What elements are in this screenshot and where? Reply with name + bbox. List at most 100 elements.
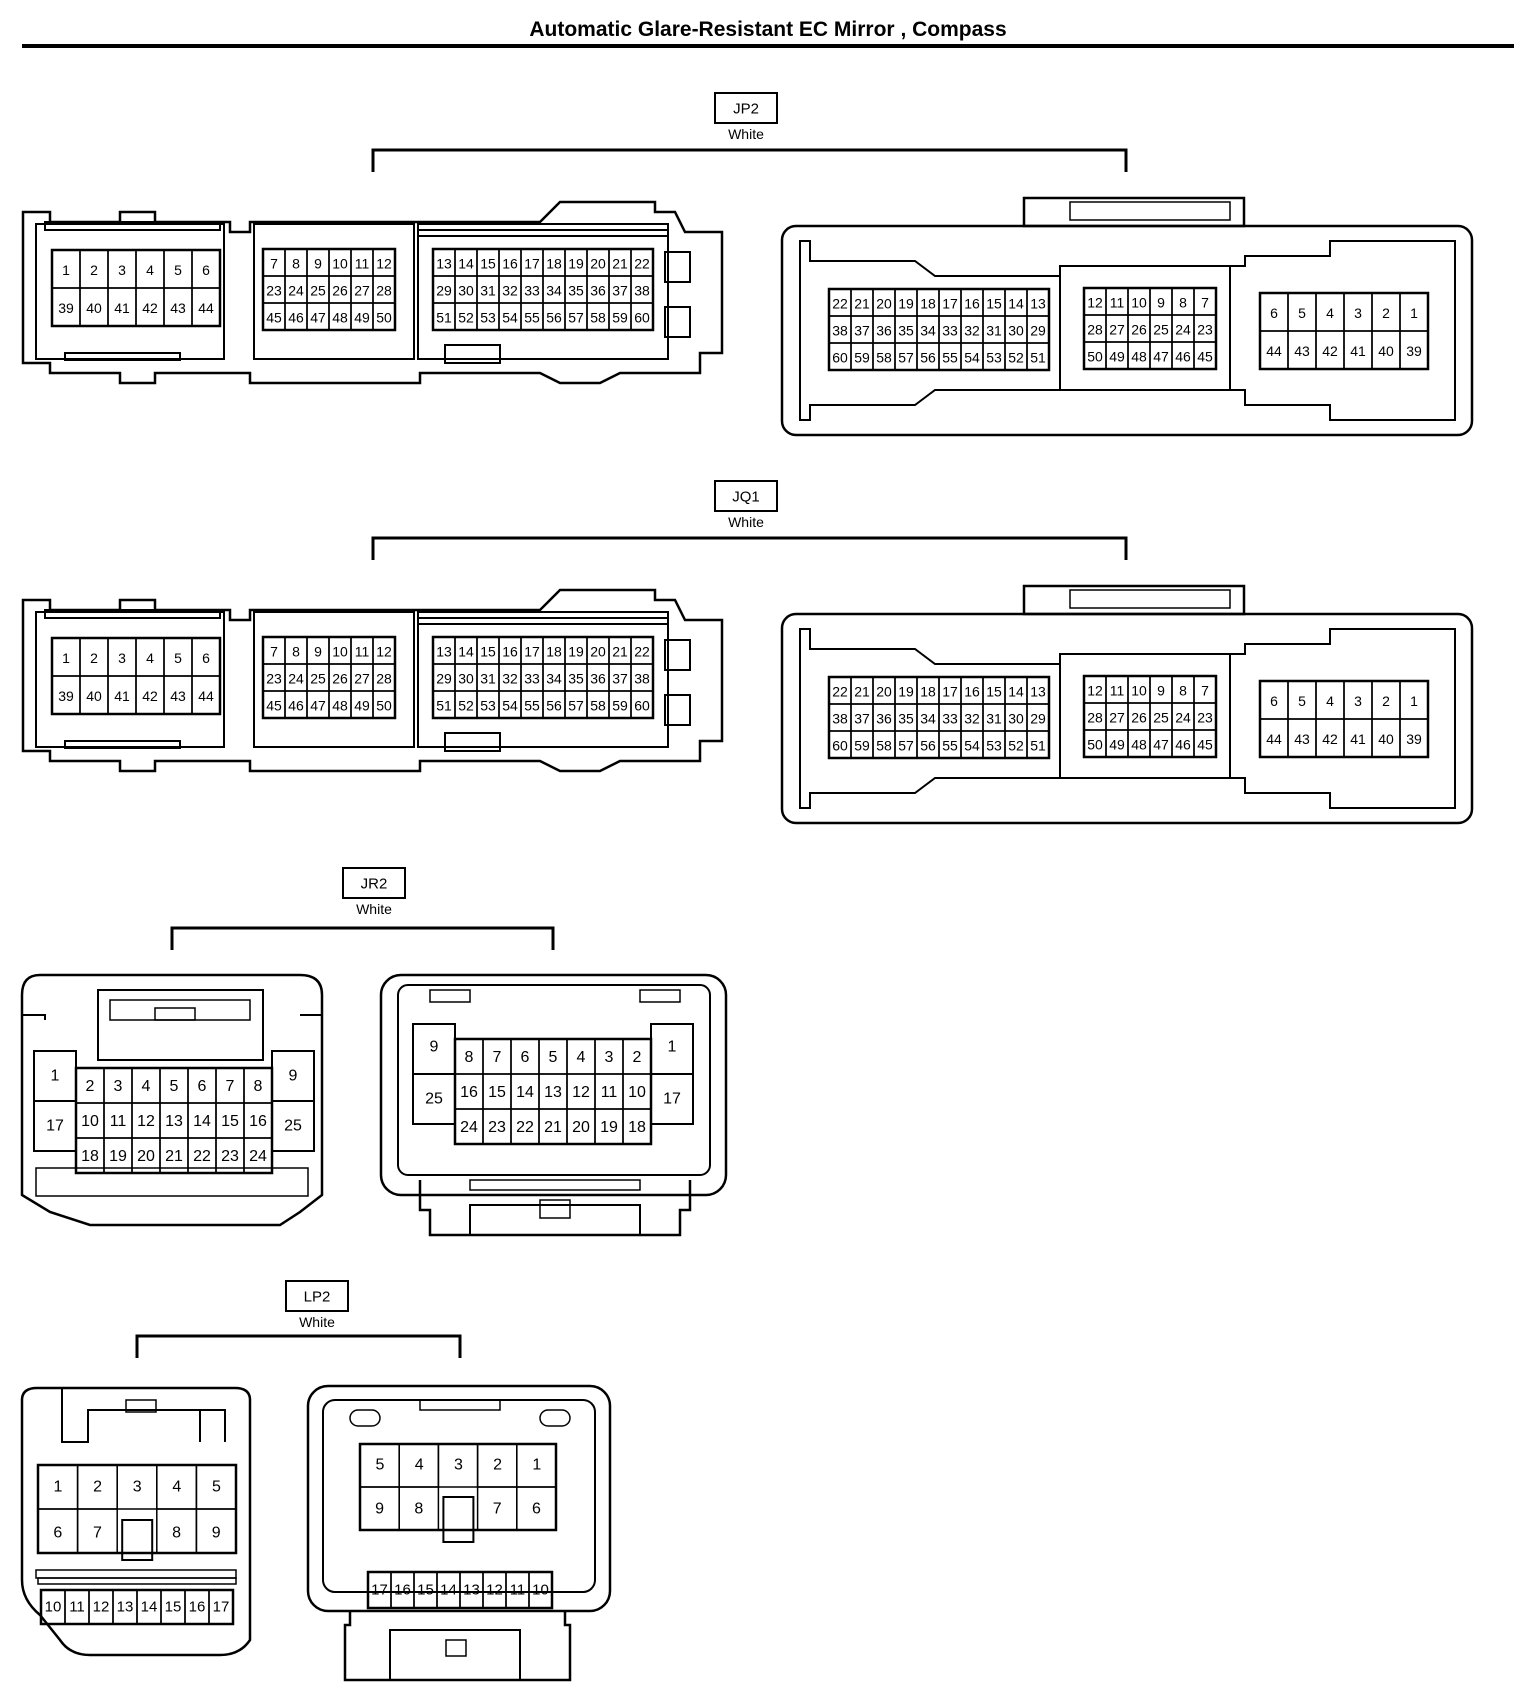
pin-label: 23: [488, 1119, 506, 1136]
connector-bottom-key: [418, 1180, 692, 1237]
pin-label: 27: [354, 671, 370, 687]
pin-label: 21: [544, 1119, 562, 1136]
pin-label: 19: [109, 1148, 127, 1165]
block-divider: [1059, 266, 1231, 390]
pin-label: 3: [118, 262, 126, 278]
pin-label: 57: [568, 698, 584, 714]
pin-cell: [372, 302, 396, 331]
pin-label: 46: [288, 310, 304, 326]
pin-label: 13: [117, 1599, 134, 1616]
pin-label: 55: [524, 310, 540, 326]
housing-inner: [35, 611, 225, 748]
pin-label: 4: [146, 262, 154, 278]
pin-label: 13: [463, 1582, 480, 1599]
housing-top-latch: [1022, 196, 1246, 228]
housing-inner: [35, 223, 225, 360]
pin-label: 56: [920, 738, 936, 754]
pin-label: 53: [480, 310, 496, 326]
pin-label: 55: [942, 350, 958, 366]
pin-label: 41: [114, 300, 130, 316]
pin-label: 57: [568, 310, 584, 326]
pin-cell: [398, 1486, 440, 1531]
pin-label: 16: [502, 256, 518, 272]
pin-label: 37: [854, 711, 870, 727]
housing-line: [22, 1014, 322, 1020]
pin-label: 19: [898, 684, 914, 700]
pin-label: 11: [69, 1599, 85, 1616]
pin-label: 4: [415, 1457, 424, 1474]
pin-label: 33: [524, 283, 540, 299]
pin-label: 60: [634, 310, 650, 326]
housing-bottom: [35, 1167, 309, 1197]
pin-label: 13: [436, 256, 452, 272]
pin-label: 17: [942, 684, 958, 700]
pin-label: 4: [142, 1078, 151, 1095]
pin-label: 17: [213, 1599, 230, 1616]
pin-label: 10: [332, 256, 348, 272]
connector-color-label: White: [356, 901, 392, 917]
pin-label: 48: [1131, 737, 1147, 753]
pin-cell: [1026, 342, 1050, 371]
pin-label: 1: [1410, 693, 1418, 709]
latch: [429, 989, 471, 1003]
pin-label: 8: [414, 1501, 423, 1518]
pin-label: 21: [854, 684, 870, 700]
pin-label: 28: [376, 283, 392, 299]
pin-label: 26: [332, 283, 348, 299]
pin-label: 3: [114, 1078, 123, 1095]
pin-label: 6: [521, 1049, 530, 1066]
pin-label: 16: [460, 1084, 478, 1101]
pin-label: 19: [568, 256, 584, 272]
pin-label: 44: [1266, 731, 1282, 747]
pin-label: 12: [376, 644, 392, 660]
pin-label: 59: [854, 350, 870, 366]
pin-cell: [1193, 341, 1217, 370]
pin-label: 4: [1326, 305, 1334, 321]
pin-label: 52: [1008, 738, 1024, 754]
pin-label: 20: [590, 256, 606, 272]
connector-code-box: [285, 1280, 349, 1312]
pin-label: 27: [1109, 322, 1125, 338]
connector-code-box: [714, 92, 778, 124]
pin-cell: [191, 287, 221, 327]
pin-label: 45: [266, 698, 282, 714]
pin-label: 18: [920, 296, 936, 312]
pin-label: 25: [310, 671, 326, 687]
pin-cell: [630, 690, 654, 719]
pin-label: 59: [854, 738, 870, 754]
connector-color-label: White: [728, 514, 764, 530]
pin-label: 55: [524, 698, 540, 714]
pin-label: 51: [1030, 350, 1046, 366]
pin-label: 15: [480, 644, 496, 660]
pin-label: 39: [58, 688, 74, 704]
pin-label: 54: [502, 698, 518, 714]
pin-grid: 925: [271, 1050, 315, 1152]
pin-label: 17: [663, 1091, 681, 1108]
pin-label: 6: [532, 1501, 541, 1518]
pin-label: 54: [502, 310, 518, 326]
pin-label: 24: [249, 1148, 267, 1165]
pin-label: 5: [549, 1049, 558, 1066]
pin-label: 43: [170, 688, 186, 704]
pin-label: 24: [1175, 710, 1191, 726]
pin-label: 37: [854, 323, 870, 339]
pin-label: 14: [141, 1599, 158, 1616]
block-divider: [1059, 654, 1231, 778]
connector-housing: [20, 973, 324, 1227]
pin-cell: [622, 1108, 652, 1145]
pin-label: 43: [170, 300, 186, 316]
latch-window: [444, 732, 501, 752]
pin-label: 40: [1378, 731, 1394, 747]
pin-label: 38: [634, 671, 650, 687]
pin-label: 53: [986, 738, 1002, 754]
